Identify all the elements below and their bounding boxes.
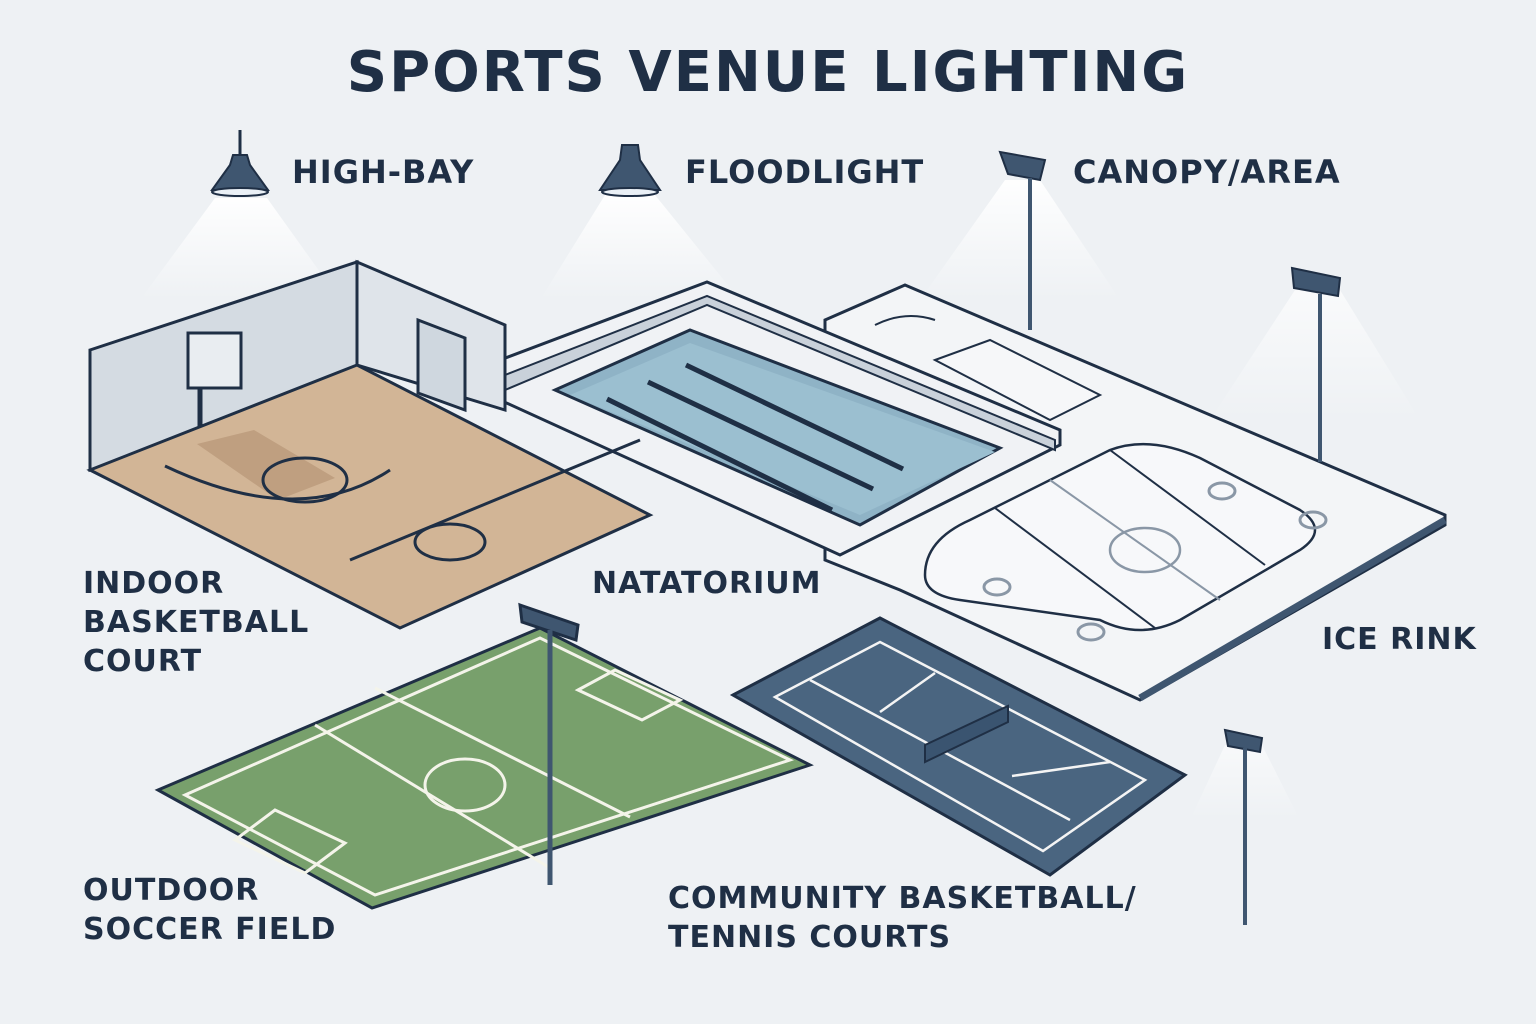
indoor-basketball-venue <box>86 259 654 630</box>
ice-rink-venue <box>823 283 1447 702</box>
page-title: SPORTS VENUE LIGHTING <box>346 40 1190 105</box>
community-courts-venue <box>729 616 1188 877</box>
floodlight-icon <box>598 144 662 197</box>
high-bay-lamp-icon <box>210 130 270 197</box>
label-natatorium: NATATORIUM <box>592 566 822 601</box>
court-area-light-pole <box>1223 728 1264 925</box>
outdoor-soccer-venue <box>154 626 814 910</box>
area-light-pole <box>1290 266 1342 462</box>
legend-label-canopy-area: CANOPY/AREA <box>1073 153 1341 191</box>
label-community-courts: COMMUNITY BASKETBALL/ TENNIS COURTS <box>668 881 1137 955</box>
label-outdoor-soccer: OUTDOOR SOCCER FIELD <box>83 873 337 947</box>
label-indoor-basketball: INDOOR BASKETBALL COURT <box>83 566 310 679</box>
natatorium-venue <box>498 280 1062 557</box>
legend-label-floodlight: FLOODLIGHT <box>685 153 925 191</box>
legend-label-high-bay: HIGH-BAY <box>292 153 475 191</box>
label-ice-rink: ICE RINK <box>1322 622 1477 657</box>
soccer-floodlight-pole <box>518 602 580 885</box>
canopy-area-light-icon <box>998 150 1047 330</box>
